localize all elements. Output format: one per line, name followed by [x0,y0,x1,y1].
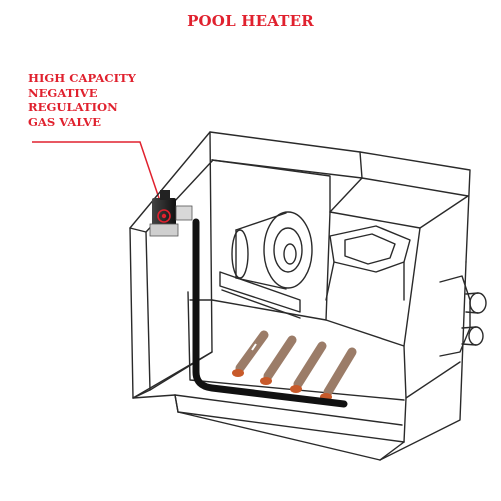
burner-tube-2 [260,335,297,385]
burner-tube-3 [290,341,327,393]
callout-line-2: NEGATIVE [28,85,98,100]
callout-line-3: REGULATION [28,100,118,114]
gas-valve-callout-label: HIGH CAPACITY NEGATIVE REGULATION GAS VA… [28,71,158,129]
gas-pipe [192,218,348,408]
blower-assembly [219,211,313,319]
heat-exchanger-module [325,225,411,301]
cabinet-left-panel [129,131,363,399]
callout-leader-line [32,141,165,214]
callout-line-4: GAS VALVE [28,114,102,129]
gas-valve-icon [149,190,193,237]
callout-line-1: HIGH CAPACITY [28,71,136,85]
burner-tube-1 [232,330,269,377]
cabinet-body [132,151,471,461]
water-connection-fittings [439,275,487,357]
diagram-title: POOL HEATER [187,12,314,30]
